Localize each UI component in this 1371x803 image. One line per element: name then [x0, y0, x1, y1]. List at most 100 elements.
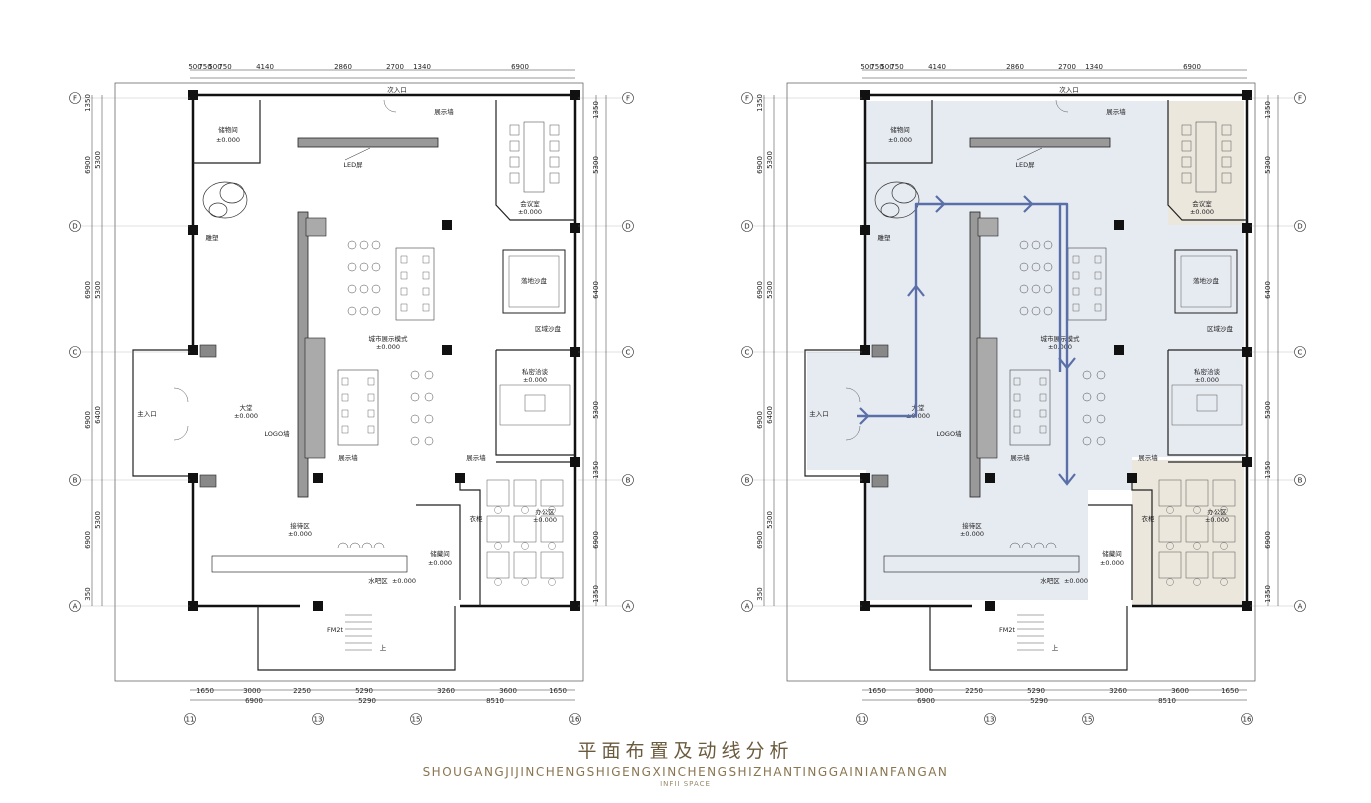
row-axis-bubble [741, 92, 753, 104]
reception-stool [337, 542, 349, 549]
bottom-dim-value: 5290 [358, 697, 376, 705]
hall-label: 大堂 [240, 403, 254, 412]
model-chair [1019, 284, 1029, 294]
top-dim-value: 500 [188, 63, 201, 71]
flow-arrow-up [907, 284, 925, 297]
stair-label: FM2t [999, 626, 1015, 634]
circulation-flow-line [857, 202, 1062, 418]
reception-stool [361, 542, 373, 549]
led-screen [969, 137, 1111, 148]
office-label: 办公区 [535, 507, 555, 516]
meeting-chair [549, 124, 560, 136]
office-desk [486, 551, 510, 579]
model-seat [422, 271, 430, 280]
entrance-door-swing [845, 425, 861, 441]
top-display-label: 展示墙 [434, 107, 454, 116]
reception-stool [1033, 542, 1045, 549]
structural-column [570, 347, 580, 357]
hall-seat [341, 425, 349, 434]
structural-column [1242, 90, 1252, 100]
right-dim-value: 1350 [592, 585, 600, 603]
storage-level: ±0.000 [888, 136, 912, 144]
model-chair [1031, 284, 1041, 294]
model-chair [1019, 262, 1029, 272]
private-level: ±0.000 [523, 376, 547, 384]
structural-column [1242, 223, 1252, 233]
left-dim-inner-value: 5300 [94, 511, 102, 529]
row-axis-bubble [69, 346, 81, 358]
office-chair [494, 578, 502, 586]
model-chair [347, 306, 357, 316]
sculpture-shape [874, 181, 920, 219]
right-dim-value: 1350 [1264, 101, 1272, 119]
meeting-label: 会议室 [1192, 199, 1212, 208]
row-axis-label: A [745, 603, 750, 611]
storage-wall [193, 100, 261, 164]
reception-stool [1045, 542, 1057, 549]
row-axis-label: B [626, 477, 631, 485]
top-dim-value: 4140 [256, 63, 274, 71]
stair-up-label: 上 [380, 643, 387, 652]
row-axis-label: C [1298, 349, 1303, 357]
structural-column [860, 473, 870, 483]
reception-label: 接待区 [962, 521, 982, 530]
meeting-table [1195, 121, 1217, 193]
bottom-dim-value: 3000 [243, 687, 261, 695]
main-entrance-label: 主入口 [809, 409, 829, 418]
model-table [395, 247, 435, 321]
model-chair [1043, 284, 1053, 294]
structural-column [570, 90, 580, 100]
left-dim-value: 6900 [84, 281, 92, 299]
plan-layout: LED屏LOGO墙展示墙雕塑储物间±0.000会议室±0.000落地沙盘区域沙盘… [69, 63, 634, 725]
water-bar-label: 水吧区 [368, 576, 388, 585]
meeting-level: ±0.000 [518, 208, 542, 216]
structural-column [455, 473, 465, 483]
office-desk [540, 479, 564, 507]
meeting-chair [1221, 124, 1232, 136]
right-dim-value: 5300 [1264, 156, 1272, 174]
storeroom-wall [416, 504, 461, 600]
office-chair [521, 506, 529, 514]
right-dim-value: 5300 [592, 401, 600, 419]
row-axis-bubble [69, 220, 81, 232]
structural-column [313, 601, 323, 611]
hall-seat [367, 409, 375, 418]
exterior-wall-south [191, 475, 300, 608]
flow-arrow-right [859, 407, 870, 425]
hall-chair [424, 414, 434, 424]
wardrobe-label: 衣柜 [1142, 514, 1156, 523]
wardrobe-label: 衣柜 [470, 514, 484, 523]
display-wall-cap [977, 217, 999, 237]
wall-pier [871, 474, 889, 488]
model-seat [1072, 255, 1080, 264]
model-chair [1019, 306, 1029, 316]
model-chair [359, 240, 369, 250]
bottom-dim-value: 3260 [1109, 687, 1127, 695]
structural-column [188, 225, 198, 235]
structural-column [442, 220, 452, 230]
row-axis-bubble [1294, 92, 1306, 104]
sheet-frame [786, 82, 1256, 682]
col-axis-bubble [312, 713, 324, 725]
circulation-flow-line-2 [1060, 202, 1069, 484]
meeting-wall [495, 100, 575, 221]
led-label: LED屏 [343, 161, 363, 169]
structural-column [188, 473, 198, 483]
model-seat [400, 287, 408, 296]
row-axis-bubble [741, 220, 753, 232]
model-seat [1072, 271, 1080, 280]
led-label: LED屏 [1015, 161, 1035, 169]
meeting-chair [1181, 156, 1192, 168]
meeting-chair [549, 140, 560, 152]
bottom-dim-value: 8510 [1158, 697, 1176, 705]
model-chair [1031, 262, 1041, 272]
reception-stool [1021, 542, 1033, 549]
office-chair [1220, 578, 1228, 586]
second-entrance-label: 次入口 [1059, 85, 1079, 94]
left-dim-value: 6900 [84, 411, 92, 429]
left-dim-value: 350 [84, 587, 92, 600]
right-dim-value: 5300 [592, 156, 600, 174]
office-desk [1185, 515, 1209, 543]
row-axis-label: B [73, 477, 78, 485]
row-axis-label: D [625, 223, 630, 231]
